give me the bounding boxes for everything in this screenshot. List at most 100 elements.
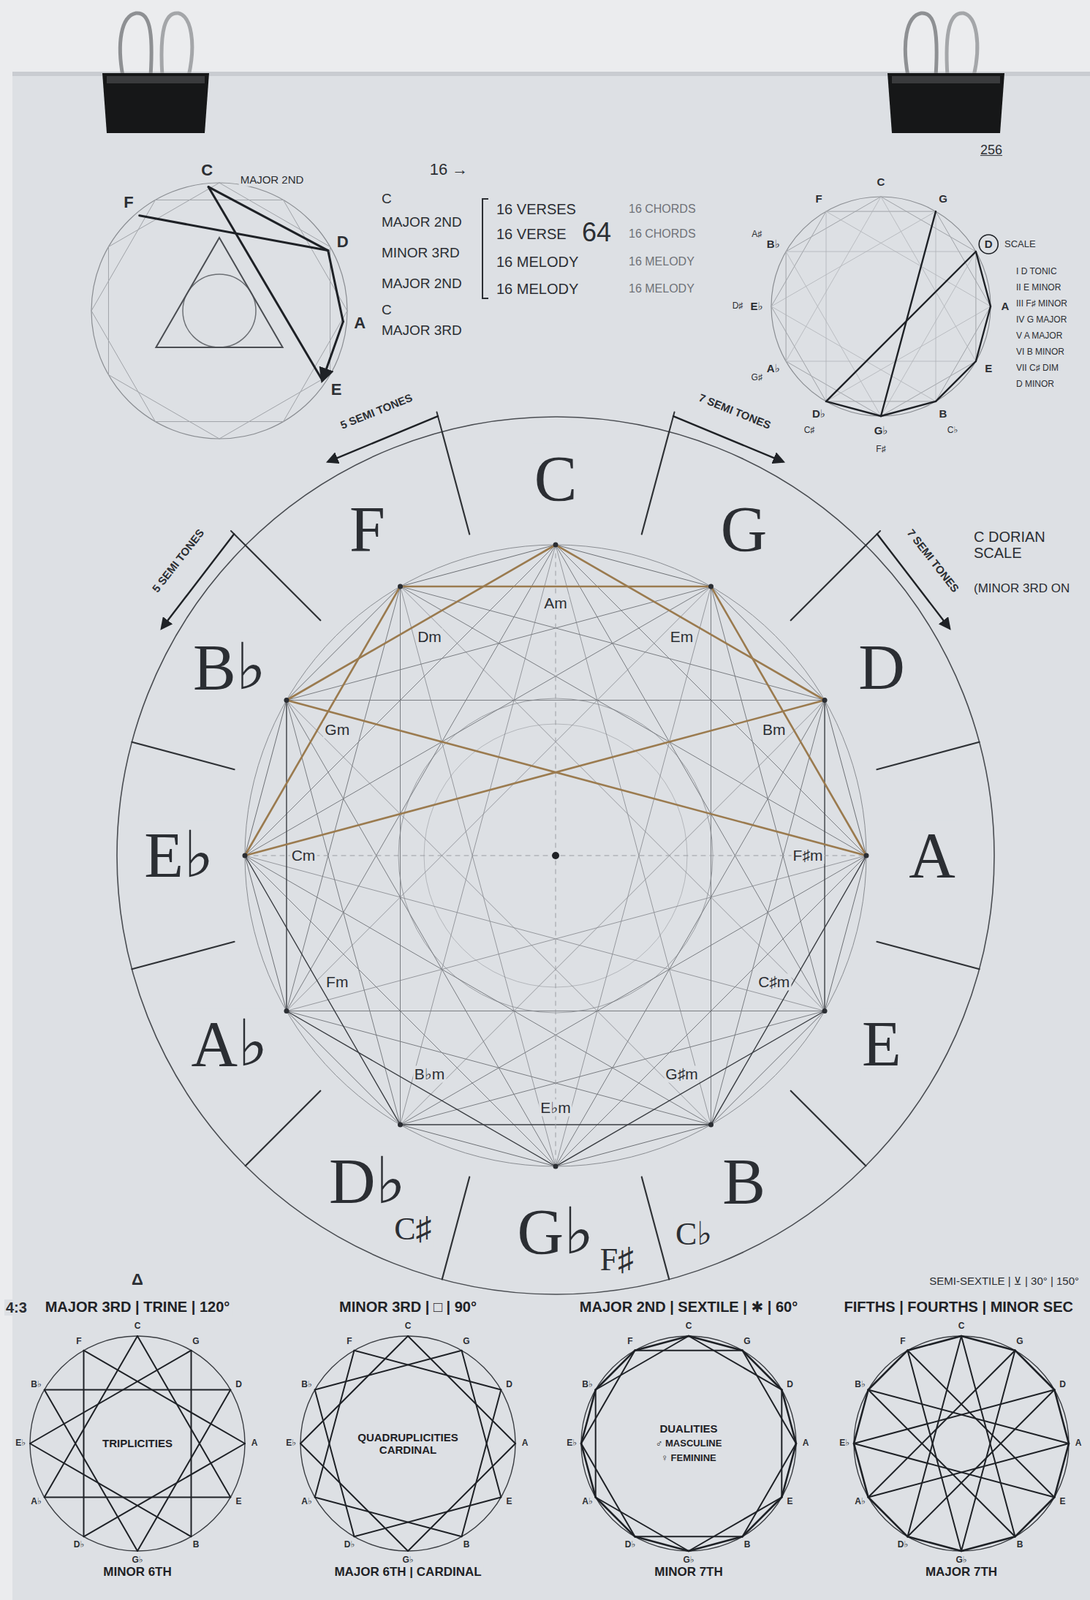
vertex-dot	[397, 583, 403, 589]
aspect-lines	[907, 1335, 963, 1351]
minor-key: C♯m	[756, 973, 791, 990]
page-number: 256	[978, 143, 1004, 158]
sketch-triangles	[826, 211, 827, 402]
sketch-triangles	[826, 306, 991, 402]
sextile-hexagon	[711, 855, 868, 1125]
circle-note: G♭	[401, 1554, 416, 1565]
square-aspect	[711, 586, 826, 1012]
square-aspect	[286, 700, 401, 1126]
interval-inverse: MINOR 7TH	[652, 1564, 726, 1580]
list-item: 16 MELODY	[494, 280, 580, 297]
square-aspect	[555, 544, 867, 856]
aspect-lines	[868, 1389, 1069, 1444]
interval-note: 7 SEMI TONES	[903, 525, 963, 596]
circle-note: A	[520, 1437, 531, 1448]
binder-clip	[102, 13, 210, 134]
circle-note: G	[190, 1337, 201, 1347]
sketch-note: G	[937, 192, 949, 206]
paper-sheet	[12, 71, 1090, 1600]
aspect-lines	[84, 1443, 246, 1536]
aspect-lines	[742, 1443, 797, 1536]
aspect-lines	[688, 1335, 782, 1390]
clip-wire	[946, 13, 978, 77]
sketch-circle	[771, 196, 991, 416]
clip-wire	[905, 13, 937, 77]
sketch-circle	[91, 182, 348, 439]
circle-note: E	[505, 1496, 514, 1506]
interval-list: MINOR 3RD	[380, 245, 462, 261]
dodecagon	[555, 544, 712, 587]
note-name: B♭	[191, 631, 268, 703]
aspect-lines	[44, 1496, 232, 1498]
clip-body	[887, 73, 1005, 134]
vertex-dot	[397, 1122, 403, 1128]
list-total: 64	[580, 217, 613, 248]
trine-triangle	[400, 586, 868, 856]
aspect-lines	[354, 1497, 502, 1537]
sketch-note: E	[329, 380, 344, 399]
aspect-outline	[300, 1335, 516, 1551]
dodecagon	[555, 1124, 712, 1167]
circle-note: A	[801, 1437, 811, 1448]
square-aspect	[555, 855, 867, 1167]
aspect-symbol: Δ	[130, 1270, 145, 1289]
circle-note: E	[1058, 1496, 1068, 1506]
aspect-lines	[1054, 1389, 1069, 1444]
circle-note: E♭	[13, 1437, 28, 1448]
dodecagon	[400, 544, 557, 587]
aspect-lines	[595, 1497, 689, 1552]
list-item: 16 VERSE	[494, 225, 569, 242]
aspect-lines	[907, 1335, 963, 1536]
note-name: D♭	[327, 1146, 408, 1218]
vertex-dot	[822, 697, 828, 703]
interval-inverse: MAJOR 7TH	[923, 1564, 1000, 1580]
scale-degree: VI B MINOR	[1014, 347, 1066, 357]
dodecagon	[824, 700, 867, 857]
aspect-lines	[907, 1535, 963, 1551]
sketch-note: F	[122, 193, 135, 212]
sketch-hexagram	[880, 361, 976, 416]
dodecagon	[244, 700, 287, 857]
aspect-circle: FIFTHS | FOURTHS | MINOR SECMAJOR 7TH	[844, 1326, 1079, 1561]
interval-path	[322, 321, 343, 381]
aspect-lines	[137, 1335, 231, 1498]
scale-degree: D MINOR	[1014, 379, 1056, 389]
circle-note: F	[74, 1337, 83, 1347]
interval-arrow	[161, 533, 234, 628]
sketch-note: A	[1000, 300, 1012, 313]
fifths-star	[286, 700, 867, 857]
interval-list: MAJOR 2ND	[380, 276, 464, 292]
aspect-lines	[44, 1335, 138, 1498]
circle-note: G♭	[130, 1554, 145, 1565]
minor-key: Dm	[415, 628, 444, 646]
aspect-lines	[581, 1443, 636, 1536]
outer-ring	[116, 416, 995, 1294]
circle-note: E♭	[837, 1437, 851, 1448]
binder-clip	[887, 13, 1005, 134]
aspect-lines	[462, 1350, 502, 1498]
interval-tick	[865, 530, 881, 546]
aspect-lines	[961, 1335, 1016, 1351]
vertex-dot	[283, 697, 289, 703]
circle-note: A♭	[580, 1496, 594, 1506]
aspect-lines	[853, 1443, 869, 1498]
circle-note: E♭	[284, 1437, 298, 1448]
aspect-lines	[635, 1535, 690, 1551]
sextile-hexagon	[285, 700, 287, 1012]
note-name: B	[720, 1146, 767, 1218]
sextile-hexagon	[244, 586, 401, 856]
circle-note: A♭	[29, 1496, 43, 1506]
fifths-star	[555, 586, 712, 1167]
aspect-outline	[853, 1335, 1069, 1551]
circle-note: D	[1057, 1379, 1068, 1390]
square-aspect	[286, 586, 712, 701]
minor-key: Cm	[290, 846, 318, 864]
sector-divider	[245, 545, 321, 621]
trine-triangle	[286, 700, 556, 1167]
aspect-lines	[853, 1389, 869, 1444]
circle-note: D♭	[72, 1539, 86, 1550]
sextile-hexagon	[711, 586, 868, 856]
trine-triangle	[286, 699, 825, 701]
square-aspect	[400, 1011, 826, 1126]
aspect-lines	[83, 1350, 85, 1537]
